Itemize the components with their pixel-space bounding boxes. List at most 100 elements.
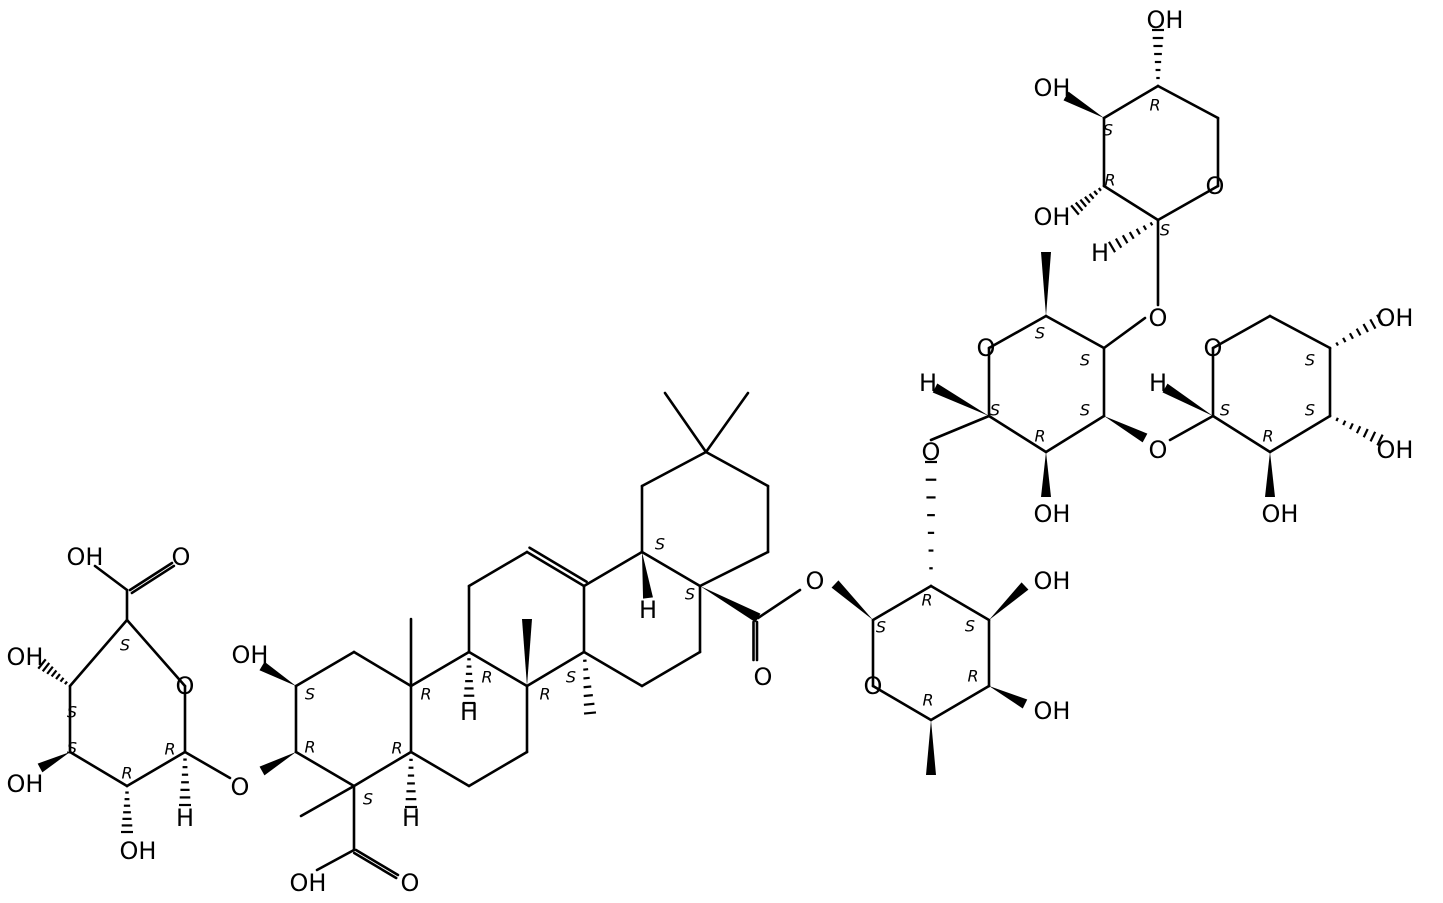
hash-bond	[1102, 184, 1106, 188]
hash-bond	[1362, 428, 1369, 438]
stereo-descriptor: S	[1305, 401, 1315, 420]
hash-bond	[1376, 314, 1384, 326]
bond	[68, 618, 129, 688]
wedge-bond	[700, 586, 761, 623]
stereo-bonds	[37, 28, 1384, 834]
stereo-descriptor: R	[922, 691, 933, 710]
bond-lines	[68, 84, 1332, 880]
atom-label: O	[1206, 172, 1225, 200]
bond	[525, 650, 586, 688]
hash-bond	[1070, 204, 1080, 216]
stereo-descriptor: R	[1034, 427, 1045, 446]
atom-label: O	[172, 543, 191, 571]
hash-bond	[1097, 187, 1102, 192]
atom-label: OH	[1034, 74, 1071, 102]
bond	[704, 450, 770, 488]
bond	[183, 750, 232, 780]
stereo-descriptor: S	[1080, 351, 1090, 370]
bond	[929, 684, 991, 722]
bond	[315, 848, 356, 872]
bond	[528, 546, 588, 584]
atom-label: H	[919, 369, 937, 397]
hash-bond	[583, 685, 592, 689]
hash-bond	[1369, 318, 1377, 330]
bond	[929, 414, 991, 442]
atom-label: O	[231, 773, 250, 801]
hash-bond	[1342, 420, 1347, 426]
bond	[871, 684, 933, 722]
atom-label: OH	[232, 641, 269, 669]
wedge-bond	[932, 383, 989, 416]
wedge-bond	[259, 661, 296, 686]
atom-label: OH	[1034, 203, 1071, 231]
hash-bond	[1328, 414, 1332, 418]
hash-bond	[1114, 238, 1123, 249]
bond	[1268, 314, 1332, 350]
stereo-descriptor: S	[965, 617, 975, 636]
stereo-descriptor: R	[420, 685, 431, 704]
bond	[352, 851, 398, 880]
atom-label: O	[176, 672, 195, 700]
bond	[125, 750, 187, 788]
bond	[1211, 314, 1272, 350]
stereo-descriptor: S	[67, 739, 77, 758]
atom-label: O	[1149, 436, 1168, 464]
bond	[1044, 314, 1106, 350]
bond	[467, 750, 529, 788]
stereo-descriptor: S	[1160, 221, 1170, 240]
atom-label: O	[1149, 304, 1168, 332]
hash-bond	[64, 680, 68, 685]
stereo-descriptor: S	[655, 535, 665, 554]
wedge-bond	[259, 752, 296, 776]
atom-label: O	[922, 438, 941, 466]
stereo-descriptor: S	[1103, 121, 1113, 140]
atom-label: H	[639, 596, 657, 624]
hash-bond	[1135, 228, 1141, 235]
atom-label: OH	[7, 770, 44, 798]
bond	[354, 848, 400, 877]
stereo-descriptor: R	[967, 667, 978, 686]
atom-label: OH	[1034, 697, 1071, 725]
hash-bond	[1074, 201, 1084, 212]
atom-label: OH	[120, 837, 157, 865]
stereo-descriptor: S	[566, 668, 576, 687]
bond	[1102, 184, 1160, 222]
atom-label: OH	[7, 643, 44, 671]
bond	[130, 564, 176, 595]
hash-bond	[1335, 417, 1339, 422]
bond	[1044, 414, 1106, 454]
stereo-descriptor: R	[164, 740, 175, 759]
stereo-descriptor: S	[990, 401, 1000, 420]
wedge-bond	[37, 752, 70, 773]
hash-bond	[583, 702, 595, 706]
atom-label: O	[1204, 334, 1223, 362]
atom-label: OH	[290, 869, 327, 897]
atom-label: O	[401, 869, 420, 897]
bond	[525, 550, 586, 588]
stereo-descriptor: S	[67, 703, 77, 722]
atom-label: O	[977, 334, 996, 362]
stereo-descriptor: R	[121, 764, 132, 783]
hash-bond	[1369, 431, 1377, 442]
hash-bond	[1108, 241, 1116, 253]
bond	[640, 550, 702, 588]
atom-label: O	[806, 567, 825, 595]
stereo-descriptor: R	[539, 685, 550, 704]
bond	[467, 650, 529, 688]
wedge-bond	[1104, 416, 1148, 443]
bond	[698, 550, 770, 588]
hash-bond	[1121, 234, 1129, 244]
hash-bond	[1093, 190, 1099, 196]
hash-bond	[1355, 328, 1362, 336]
hash-bond	[583, 676, 590, 680]
bond	[93, 564, 129, 592]
hash-bond	[583, 694, 593, 698]
stereo-descriptor: S	[685, 585, 695, 604]
stereo-descriptor: R	[1262, 427, 1273, 446]
stereo-descriptor: S	[1305, 351, 1315, 370]
hash-bond	[68, 684, 72, 688]
bond	[640, 650, 702, 688]
hash-bond	[55, 673, 61, 680]
bond	[1268, 414, 1332, 454]
